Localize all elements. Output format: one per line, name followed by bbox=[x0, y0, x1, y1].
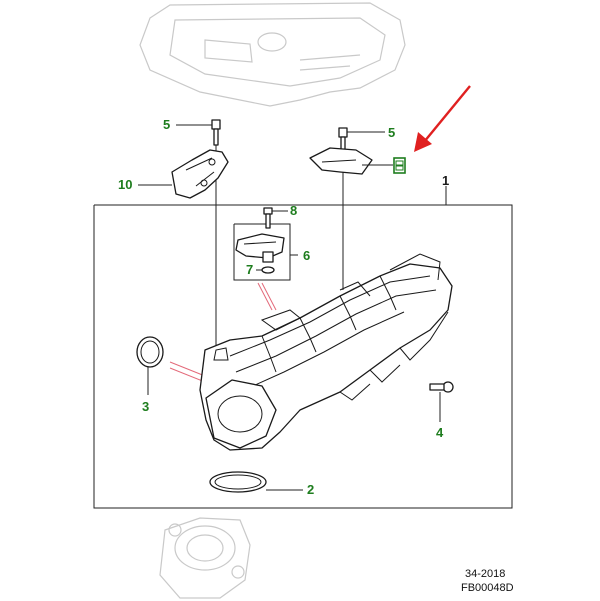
bolt-left-part-5 bbox=[211, 119, 221, 146]
gasket-part-3 bbox=[136, 336, 164, 368]
o-ring-part-7 bbox=[261, 266, 275, 274]
intake-manifold-part-1 bbox=[199, 253, 453, 451]
callout-1: 1 bbox=[442, 173, 449, 188]
assembly-frame bbox=[93, 204, 513, 509]
bracket-part-10 bbox=[171, 149, 229, 199]
callout-6: 6 bbox=[303, 248, 310, 263]
callout-10: 10 bbox=[118, 177, 132, 192]
screw-part-8 bbox=[263, 207, 273, 229]
reference-group: 34-2018 bbox=[465, 568, 505, 580]
gasket-part-2 bbox=[209, 471, 267, 493]
bracket-clip bbox=[309, 147, 373, 175]
bolt-part-4 bbox=[429, 381, 454, 393]
engine-cover-ghost bbox=[139, 2, 406, 107]
reference-code: FB00048D bbox=[461, 582, 514, 594]
red-arrow-indicator bbox=[414, 85, 471, 152]
callout-4: 4 bbox=[436, 425, 444, 440]
callout-3: 3 bbox=[142, 399, 149, 414]
callout-7: 7 bbox=[246, 262, 253, 277]
throttle-body-ghost bbox=[159, 517, 251, 599]
sensor-part-6 bbox=[235, 233, 285, 263]
callout-5-right: 5 bbox=[388, 125, 395, 140]
sensor-subframe bbox=[233, 223, 291, 281]
callout-2: 2 bbox=[307, 482, 314, 497]
highlighted-part-marker bbox=[393, 157, 406, 174]
callout-5-left: 5 bbox=[163, 117, 170, 132]
callout-8: 8 bbox=[290, 203, 297, 218]
